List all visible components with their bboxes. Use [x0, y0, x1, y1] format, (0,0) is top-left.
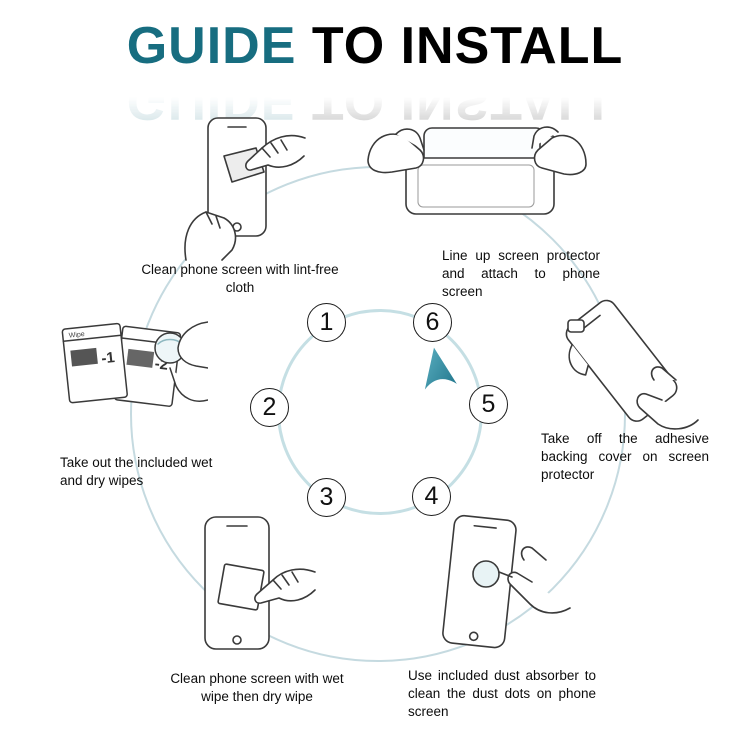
step-6-illustration	[362, 108, 592, 233]
step-1-caption: Clean phone screen with lint-free cloth	[141, 262, 339, 296]
two-hands-aligning-protector-icon	[367, 126, 587, 215]
peeling-backing-icon	[565, 299, 699, 430]
phone-icon	[565, 299, 678, 422]
step-5-badge: 5	[469, 385, 508, 424]
step-2-caption: Take out the included wet and dry wipes	[60, 455, 213, 489]
right-hand-icon	[533, 134, 587, 176]
step-2-badge: 2	[250, 388, 289, 427]
step-2-illustration: -2 Wipe -1	[58, 300, 208, 450]
wipe-packet-front-icon: Wipe -1	[61, 322, 128, 404]
packet-front-number: -1	[101, 349, 116, 367]
center-arrow	[416, 342, 460, 398]
step-5-caption: Take off the adhesive backing cover on s…	[541, 431, 709, 483]
hand-icon	[177, 321, 208, 369]
step-4-number: 4	[424, 482, 439, 510]
step-5-illustration	[542, 288, 702, 438]
hand-icon	[507, 571, 571, 614]
step-4-illustration	[432, 512, 572, 662]
title-block: GUIDE TO INSTALL GUIDE TO INSTALL	[0, 20, 750, 130]
step-1-number: 1	[319, 308, 334, 336]
step-6-caption: Line up screen protector and attach to p…	[442, 248, 600, 300]
hand-icon	[245, 134, 306, 171]
packet-front-label: Wipe	[68, 331, 85, 340]
lifted-backing-icon	[568, 343, 590, 376]
step-4-badge: 4	[412, 477, 451, 516]
title-highlight: GUIDE	[126, 17, 297, 75]
hand-wiping-phone-icon	[204, 516, 316, 650]
absorber-disc-icon	[472, 560, 500, 588]
step-3-illustration	[183, 512, 318, 667]
hand-icon	[254, 568, 316, 604]
step-4-caption: Use included dust absorber to clean the …	[408, 668, 596, 720]
phone-icon	[405, 157, 555, 215]
wipe-packets-icon: -2 Wipe -1	[61, 321, 208, 407]
step-6-badge: 6	[413, 303, 452, 342]
hand-icon	[636, 392, 699, 430]
left-hand-icon	[367, 133, 425, 174]
step-2-number: 2	[262, 393, 277, 421]
arrow-cursor-icon	[424, 347, 457, 390]
step-3-badge: 3	[307, 478, 346, 517]
hand-wiping-phone-icon	[184, 117, 306, 261]
step-3-caption: Clean phone screen with wet wipe then dr…	[170, 671, 344, 705]
step-6-number: 6	[425, 308, 440, 336]
step-1-illustration	[178, 112, 308, 262]
holding-hand-icon	[184, 211, 237, 261]
step-5-number: 5	[481, 390, 496, 418]
step-1-badge: 1	[307, 303, 346, 342]
dust-absorber-icon	[442, 514, 571, 649]
step-3-number: 3	[319, 483, 334, 511]
title-rest: TO INSTALL	[296, 17, 624, 75]
peel-tab-icon	[567, 319, 585, 333]
page-title: GUIDE TO INSTALL	[0, 20, 750, 72]
inner-guide-ring	[277, 309, 483, 515]
